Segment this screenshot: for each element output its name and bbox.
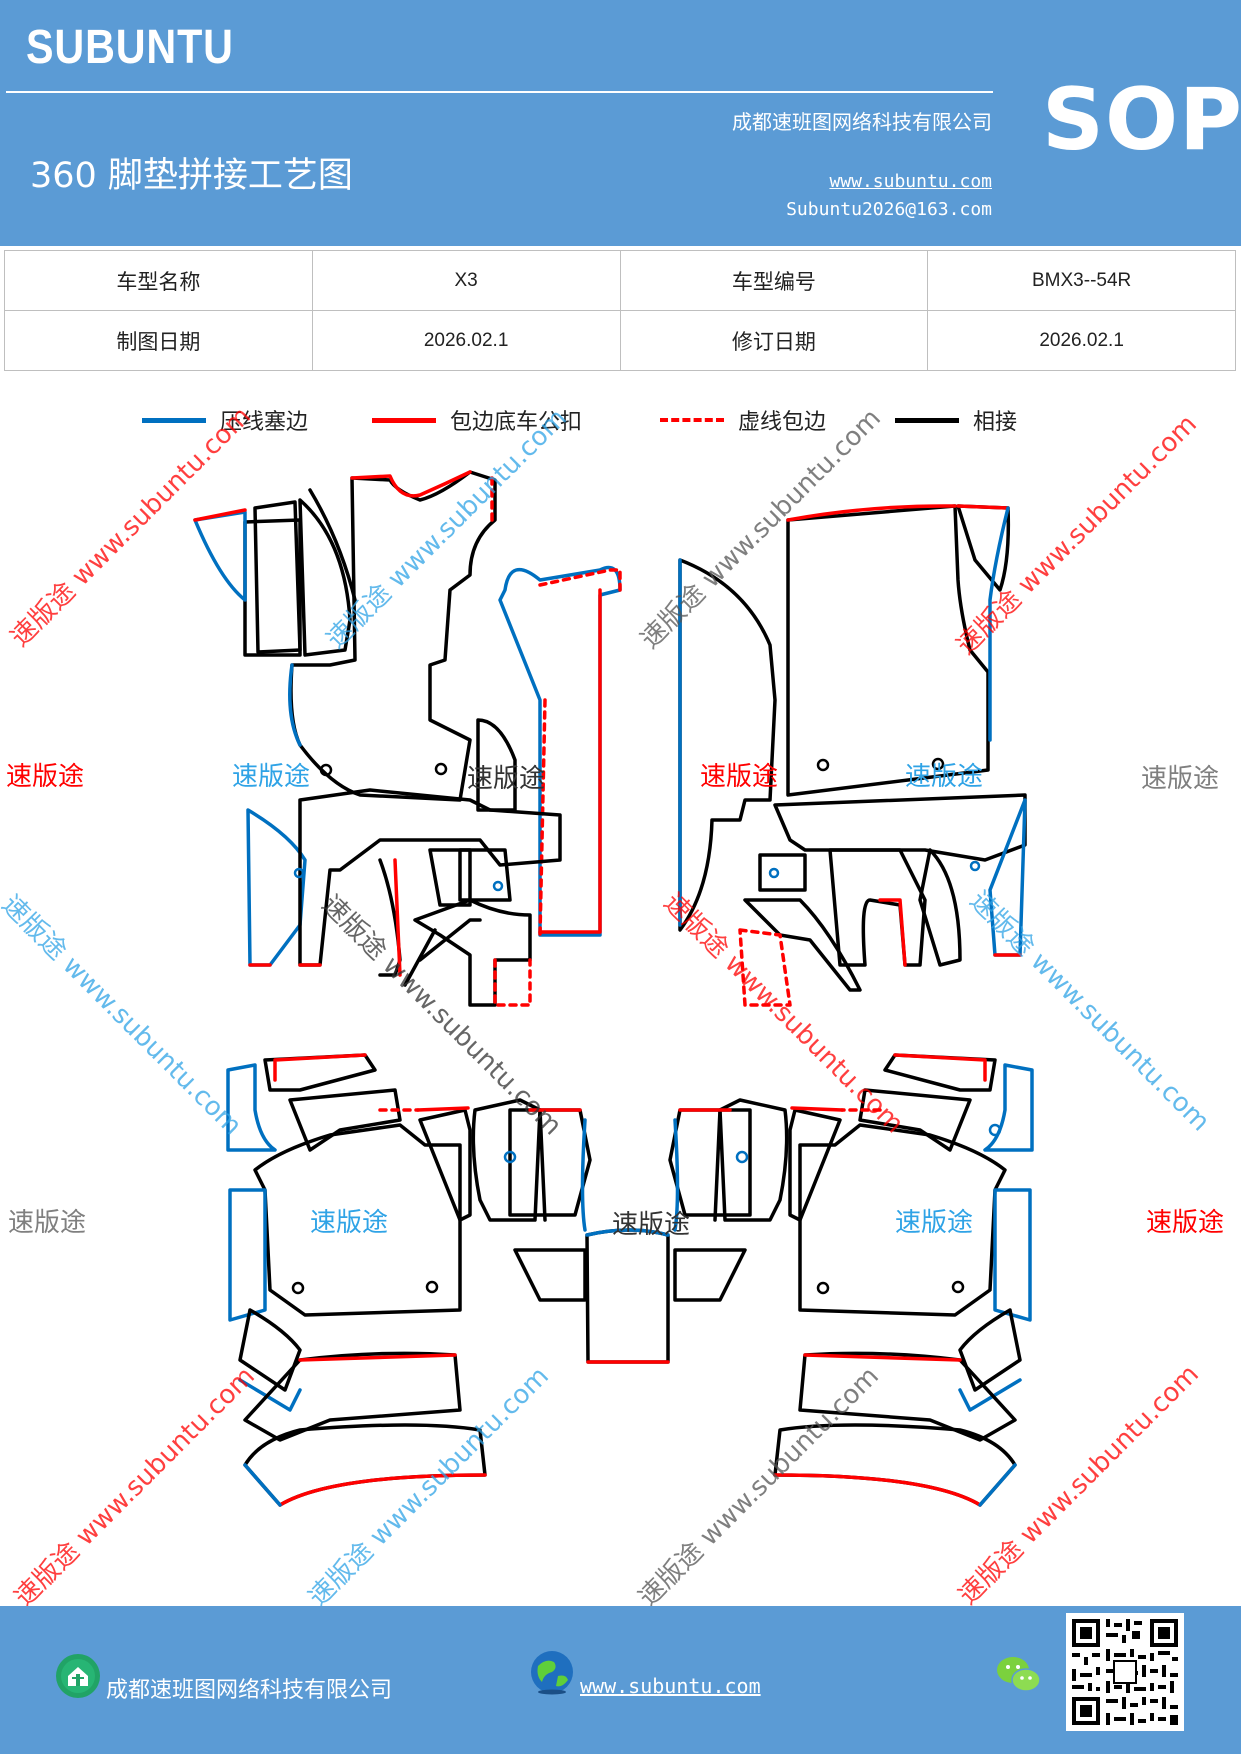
watermark-brand: 速版途 [310, 1208, 389, 1238]
footer: 成都速班图网络科技有限公司 www.subuntu.com [0, 1606, 1241, 1754]
watermark-brand: 速版途 [895, 1208, 974, 1238]
footer-company: 成都速班图网络科技有限公司 [106, 1678, 393, 1703]
legend-swatch-red [372, 417, 436, 423]
legend-label: 相接 [973, 410, 1018, 435]
header-divider [6, 91, 993, 93]
legend-label: 包边底车公扣 [450, 410, 583, 435]
watermark-brand: 速版途 [700, 762, 779, 792]
watermark-brand: 速版途 [467, 764, 546, 794]
document-title: 360 脚垫拼接工艺图 [30, 156, 353, 196]
watermark-brand: 速版途 [8, 1208, 87, 1238]
legend-item-press-line: 压线塞边 [142, 400, 308, 440]
rear-right-mat [668, 1053, 1034, 1507]
mat-layout-drawing [193, 470, 1034, 1507]
legend-label: 虚线包边 [738, 410, 827, 435]
wechat-icon[interactable] [996, 1654, 1042, 1696]
table-row: 制图日期 2026.02.1 修订日期 2026.02.1 [4, 310, 1236, 371]
legend-swatch-red-dashed [660, 418, 724, 422]
draw-date-value: 2026.02.1 [311, 310, 621, 371]
legend-swatch-blue [142, 417, 206, 423]
header: SUBUNTU 成都速班图网络科技有限公司 360 脚垫拼接工艺图 www.su… [0, 0, 1241, 246]
model-name-label: 车型名称 [4, 250, 313, 311]
email-address[interactable]: Subuntu2026@163.com [786, 199, 992, 220]
watermark-brand: 速版途 [905, 762, 984, 792]
watermark-brand: 速版途 [612, 1210, 691, 1240]
table-row: 车型名称 X3 车型编号 BMX3--54R [4, 250, 1236, 311]
rear-left-mat [226, 1053, 670, 1507]
revision-date-label: 修订日期 [619, 310, 929, 371]
legend-label: 压线塞边 [220, 410, 309, 435]
website-link[interactable]: www.subuntu.com [829, 171, 992, 192]
watermark-brand: 速版途 [1146, 1208, 1225, 1238]
watermark-brand: 速版途 [1141, 764, 1220, 794]
model-code-label: 车型编号 [619, 250, 929, 311]
sop-badge: SOP [1042, 70, 1241, 170]
front-right-mat [678, 504, 1027, 1007]
watermark-brand: 速版途 [232, 762, 311, 792]
draw-date-label: 制图日期 [4, 310, 313, 371]
qr-code[interactable] [1066, 1613, 1184, 1731]
brand-logo: SUBUNTU [26, 21, 234, 74]
revision-date-value: 2026.02.1 [927, 310, 1236, 371]
info-table: 车型名称 X3 车型编号 BMX3--54R 制图日期 2026.02.1 修订… [4, 250, 1236, 371]
legend-item-joint: 相接 [895, 400, 1017, 440]
globe-icon [531, 1651, 573, 1695]
legend-item-edge-clip: 包边底车公扣 [372, 400, 582, 440]
legend-swatch-black [895, 417, 959, 423]
legend-item-dashed-edge: 虚线包边 [660, 400, 826, 440]
company-name: 成都速班图网络科技有限公司 [732, 110, 992, 134]
front-left-mat [193, 470, 622, 1007]
footer-website[interactable]: www.subuntu.com [580, 1674, 761, 1698]
model-code-value: BMX3--54R [927, 250, 1236, 311]
model-name-value: X3 [311, 250, 621, 311]
company-icon [56, 1654, 100, 1698]
watermark-brand: 速版途 [6, 762, 85, 792]
